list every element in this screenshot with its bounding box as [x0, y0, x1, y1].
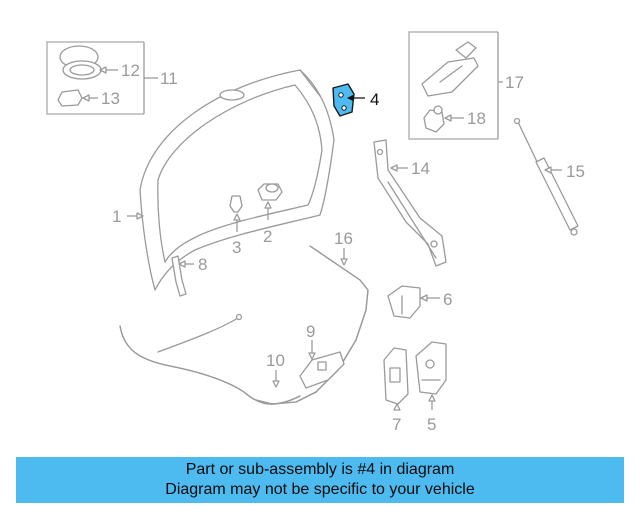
callout-17: 17	[505, 73, 524, 92]
callout-10: 10	[266, 351, 285, 370]
arrow-16	[340, 258, 348, 266]
callout-14: 14	[411, 159, 430, 178]
part-3-bumper	[229, 195, 243, 213]
callout-15: 15	[566, 162, 585, 181]
arrow-1	[136, 212, 144, 220]
part-7-lock	[383, 347, 409, 405]
callout-12: 12	[121, 61, 140, 80]
callout-5: 5	[427, 415, 436, 434]
arrow-5	[428, 394, 436, 402]
part-9-latch	[299, 351, 345, 389]
part-14-hinge-arm	[373, 139, 447, 267]
part-10-release-cable	[119, 313, 301, 405]
callout-11: 11	[160, 69, 178, 88]
inset-box-17	[408, 31, 503, 140]
callout-6: 6	[443, 290, 452, 309]
callout-2: 2	[263, 227, 272, 246]
arrow-13	[82, 94, 90, 102]
callout-8: 8	[198, 255, 207, 274]
arrow-15	[544, 166, 552, 174]
arrow-7	[393, 403, 401, 411]
banner-line-1: Part or sub-assembly is #4 in diagram	[185, 461, 455, 478]
arrow-10	[272, 380, 280, 388]
part-18-switch	[423, 105, 445, 133]
arrow-3	[233, 213, 241, 221]
callout-9: 9	[306, 322, 315, 341]
arrow-12	[99, 66, 107, 74]
callout-4: 4	[370, 90, 379, 109]
part-8-clip	[171, 255, 187, 297]
banner-line-2: Diagram may not be specific to your vehi…	[165, 481, 475, 498]
part-4-hinge-bracket	[332, 83, 355, 117]
arrow-18	[444, 114, 452, 122]
part-15-gas-strut	[513, 117, 579, 236]
part-5-latch-assembly	[415, 341, 447, 395]
callout-3: 3	[232, 238, 241, 257]
callout-7: 7	[392, 415, 401, 434]
part-12-lamp	[59, 45, 102, 80]
part-13-bulb	[57, 89, 83, 107]
arrow-8	[178, 260, 186, 268]
arrow-2	[264, 201, 272, 209]
callout-18: 18	[467, 109, 486, 128]
arrow-6	[420, 294, 428, 302]
callout-1: 1	[112, 207, 121, 226]
part-1-hood	[139, 69, 335, 291]
part-6-bracket	[387, 285, 421, 319]
arrow-14	[390, 164, 398, 172]
arrow-4	[347, 95, 353, 101]
inset-box-11	[46, 41, 158, 115]
part-17-latch-housing	[421, 41, 479, 97]
info-banner: Part or sub-assembly is #4 in diagram Di…	[16, 457, 624, 503]
callout-16: 16	[334, 229, 353, 248]
callout-13: 13	[101, 89, 120, 108]
part-16-support-rod	[255, 245, 369, 405]
part-2-bumper	[257, 183, 283, 201]
arrow-9	[308, 352, 316, 360]
